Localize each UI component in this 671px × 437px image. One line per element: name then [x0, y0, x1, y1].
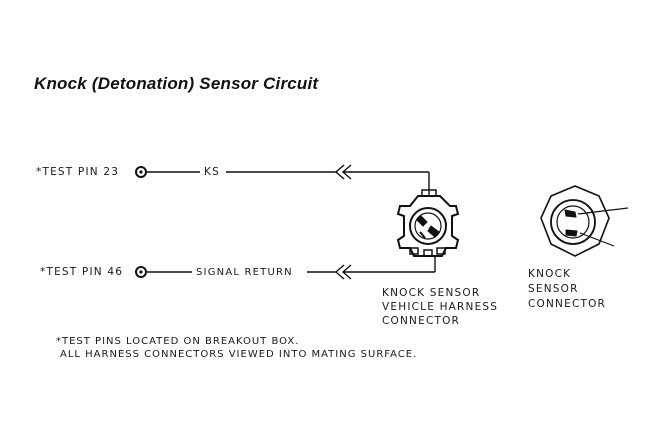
test-pin-46-label: *TEST PIN 46 [40, 266, 124, 278]
harness-connector-shape [396, 189, 460, 257]
ks-wire [147, 164, 430, 196]
signal-return-wire [147, 252, 436, 280]
diagram-title: Knock (Detonation) Sensor Circuit [34, 74, 319, 93]
sensor-connector-label-line3: CONNECTOR [528, 298, 607, 310]
ks-wire-label: KS [204, 166, 220, 178]
sensor-connector-label-line2: SENSOR [528, 283, 579, 295]
footnote-line1: *TEST PINS LOCATED ON BREAKOUT BOX. [56, 336, 300, 347]
harness-connector-label-line2: VEHICLE HARNESS [382, 301, 499, 313]
harness-connector-label-line1: KNOCK SENSOR [382, 287, 481, 299]
test-pin-23-label: *TEST PIN 23 [36, 166, 120, 178]
test-pin-23-terminal [135, 166, 147, 178]
test-pin-46-terminal [135, 266, 147, 278]
harness-connector-label-line3: CONNECTOR [382, 315, 461, 327]
footnote-line2: ALL HARNESS CONNECTORS VIEWED INTO MATIN… [60, 349, 418, 360]
signal-return-wire-label: SIGNAL RETURN [196, 267, 293, 278]
sensor-connector-label-line1: KNOCK [528, 268, 572, 280]
knock-sensor-connector-shape [540, 185, 629, 257]
